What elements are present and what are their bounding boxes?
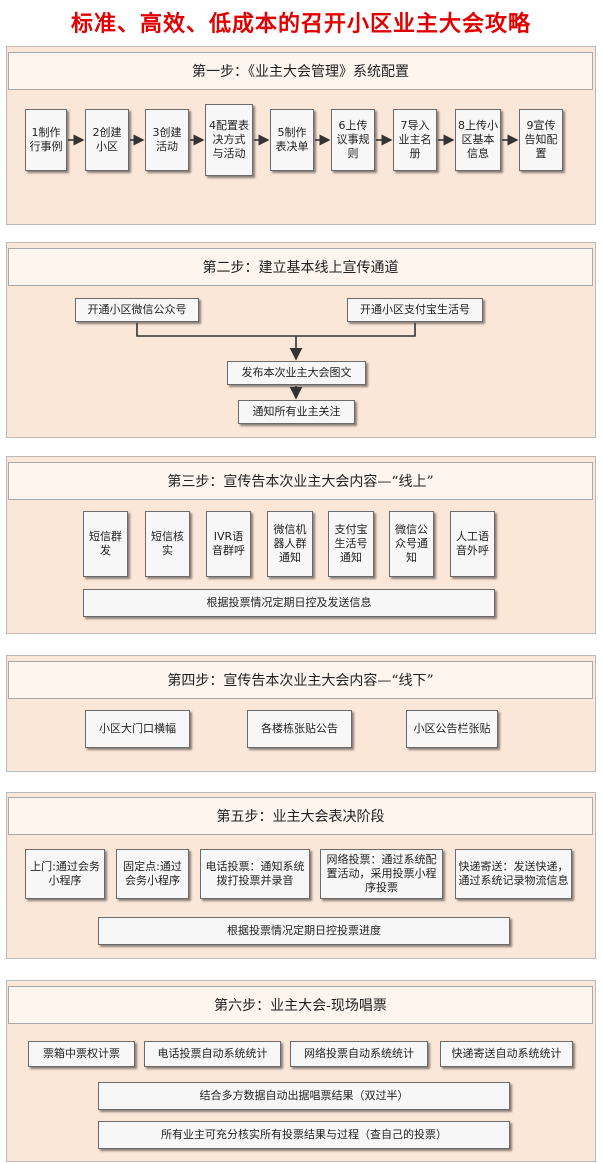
step3-item-5: 支付宝生活号通知	[328, 511, 374, 577]
step5-item-3: 电话投票：通知系统拨打投票并录音	[200, 849, 310, 899]
step3-item-6: 微信公众号通知	[389, 511, 434, 577]
step5-item-1: 上门:通过会务小程序	[25, 849, 105, 899]
step4-item-2: 各楼栋张贴公告	[247, 710, 352, 748]
step1-item-5: 5制作表决单	[270, 109, 314, 171]
step1-item-4: 4配置表决方式与活动	[205, 104, 253, 176]
step1-item-2: 2创建小区	[85, 109, 129, 171]
step3-item-3: IVR语音群呼	[206, 511, 251, 577]
step4-heading: 第四步：宣传告本次业主大会内容—“线下”	[8, 661, 593, 699]
step5-item-5: 快递寄送：发送快递，通过系统记录物流信息	[455, 849, 572, 899]
step2-publish: 发布本次业主大会图文	[227, 361, 366, 385]
step1-heading: 第一步：《业主大会管理》系统配置	[8, 52, 593, 90]
step6-verify: 所有业主可充分核实所有投票结果与过程（查自己的投票）	[98, 1121, 510, 1149]
step2-notify: 通知所有业主关注	[238, 400, 355, 424]
step3-item-4: 微信机器人群通知	[267, 511, 313, 577]
step3-item-2: 短信核实	[145, 511, 190, 577]
step5-item-4: 网络投票：通过系统配置活动，采用投票小程序投票	[320, 849, 443, 899]
step4-item-1: 小区大门口横幅	[85, 710, 190, 748]
step3-heading: 第三步：宣传告本次业主大会内容—“线上”	[8, 462, 593, 500]
step6-heading: 第六步：业主大会-现场唱票	[8, 986, 593, 1024]
step1-item-7: 7导入业主名册	[393, 109, 437, 171]
step1-item-6: 6上传议事规则	[331, 109, 375, 171]
step2-heading: 第二步：建立基本线上宣传通道	[8, 248, 593, 286]
step6-item-4: 快递寄送自动系统统计	[440, 1041, 573, 1067]
step6-item-3: 网络投票自动系统统计	[290, 1041, 428, 1067]
page-title: 标准、高效、低成本的召开小区业主大会攻略	[70, 11, 531, 37]
step1-item-9: 9宣传告知配置	[519, 109, 563, 171]
step2-alipay: 开通小区支付宝生活号	[347, 298, 483, 322]
step3-item-1: 短信群发	[83, 511, 128, 577]
step5-bottom: 根据投票情况定期日控投票进度	[98, 917, 510, 945]
step4-item-3: 小区公告栏张贴	[406, 710, 498, 748]
step1-item-3: 3创建活动	[145, 109, 189, 171]
step2-wechat: 开通小区微信公众号	[75, 298, 199, 322]
step3-bottom: 根据投票情况定期日控及发送信息	[83, 589, 495, 617]
step3-item-7: 人工语音外呼	[450, 511, 495, 577]
step6-item-2: 电话投票自动系统统计	[144, 1041, 281, 1067]
step6-item-1: 票箱中票权计票	[28, 1041, 135, 1067]
step5-item-2: 固定点:通过会务小程序	[116, 849, 189, 899]
step6-result: 结合多方数据自动出据唱票结果（双过半）	[98, 1082, 510, 1110]
step1-item-1: 1制作行事例	[25, 109, 67, 171]
step1-item-8: 8上传小区基本信息	[455, 109, 501, 171]
step5-heading: 第五步：业主大会表决阶段	[8, 797, 593, 835]
